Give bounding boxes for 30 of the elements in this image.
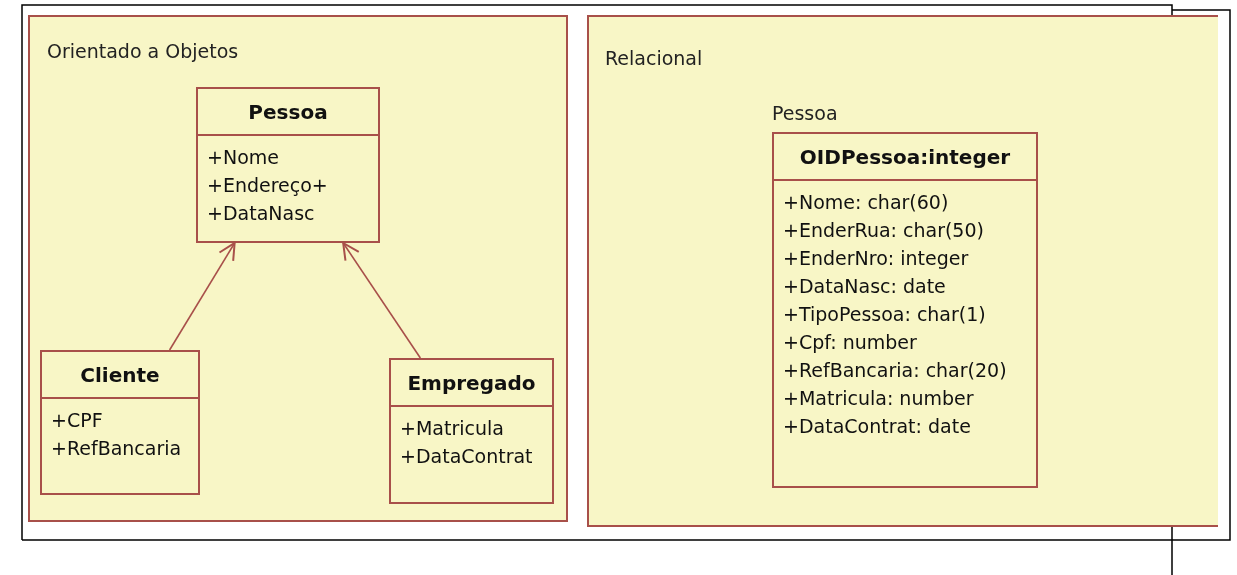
class-name: Empregado xyxy=(407,369,536,397)
attribute-text: +EnderRua: char(50) xyxy=(783,218,985,243)
attribute-text: +EnderNro: integer xyxy=(783,246,970,271)
attribute-text: +Cpf: number xyxy=(783,330,918,355)
class-box xyxy=(196,87,380,243)
attribute-text: +CPF xyxy=(51,408,104,433)
generalization-arrow xyxy=(342,242,422,359)
attribute-text: +Matricula xyxy=(400,416,505,441)
class-name: OIDPessoa:integer xyxy=(799,143,1011,171)
attribute-text: +Endereço+ xyxy=(207,173,329,198)
panel-title: Relacional xyxy=(605,46,703,71)
attribute-text: +Matricula: number xyxy=(783,386,975,411)
package-frame xyxy=(587,15,1218,527)
package-frame xyxy=(28,15,568,522)
attribute-text: +Nome xyxy=(207,145,280,170)
attribute-text: +TipoPessoa: char(1) xyxy=(783,302,987,327)
attribute-text: +DataContrat xyxy=(400,444,534,469)
table-name: Pessoa xyxy=(772,101,838,126)
class-box xyxy=(389,358,554,504)
generalization-arrow xyxy=(168,242,236,351)
attribute-text: +DataNasc: date xyxy=(783,274,947,299)
class-name: Cliente xyxy=(80,361,160,389)
class-name: Pessoa xyxy=(248,98,328,126)
attribute-text: +DataNasc xyxy=(207,201,316,226)
class-box xyxy=(40,350,200,495)
attribute-text: +Nome: char(60) xyxy=(783,190,950,215)
panel-title: Orientado a Objetos xyxy=(47,39,239,64)
attribute-text: +DataContrat: date xyxy=(783,414,972,439)
attribute-text: +RefBancaria: char(20) xyxy=(783,358,1008,383)
attribute-text: +RefBancaria xyxy=(51,436,183,461)
